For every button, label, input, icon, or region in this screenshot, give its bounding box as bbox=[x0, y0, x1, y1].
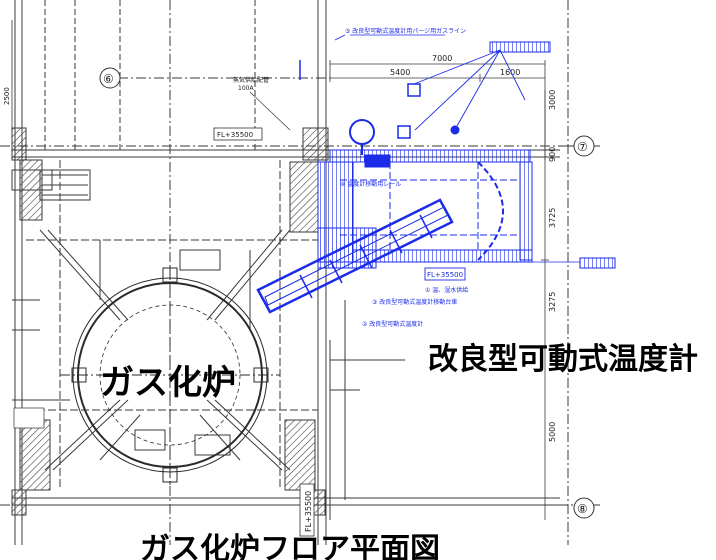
figure-caption: ガス化炉フロア平面図 bbox=[140, 532, 440, 560]
grid-bubble-top bbox=[99, 67, 121, 89]
fl-box-vertical bbox=[299, 483, 315, 537]
fl-blue-label: FL+35500 bbox=[427, 271, 463, 279]
dim-900: 900 bbox=[548, 147, 557, 162]
plan-notes: FL+35500 蒸気供給配管 100A FL+35500 bbox=[13, 76, 315, 537]
thermometer-equipment bbox=[256, 34, 616, 314]
gasifier-label: ガス化炉 bbox=[100, 363, 236, 403]
dim-5000: 5000 bbox=[548, 422, 557, 442]
grid-bubbles: ⑥ ⑦ ⑧ bbox=[99, 67, 595, 519]
dim-3275: 3275 bbox=[548, 292, 557, 312]
fl-box-top bbox=[213, 127, 263, 141]
dim-3000: 3000 bbox=[548, 90, 557, 110]
grid-label-right-upper: ⑦ bbox=[577, 140, 588, 154]
pipe-note-line2: 100A bbox=[238, 85, 254, 92]
dimension-lines bbox=[11, 20, 549, 520]
grid-label-right-lower: ⑧ bbox=[577, 502, 588, 516]
dim-1600: 1600 bbox=[500, 68, 520, 77]
note-1: ① 温、湿水供給 bbox=[425, 286, 468, 294]
dim-3725: 3725 bbox=[548, 208, 557, 228]
dim-5400: 5400 bbox=[390, 68, 410, 77]
pipe-note-line1: 蒸気供給配管 bbox=[233, 76, 269, 84]
fl-box-blue bbox=[424, 267, 466, 281]
note-3: ③ 改良型可動式温度計移動台車 bbox=[372, 298, 457, 306]
note-2: ② 改良型可動式温度計 bbox=[362, 320, 423, 328]
gasifier-furnace bbox=[60, 265, 280, 485]
grid-bubble-right-upper bbox=[573, 135, 595, 157]
grid-label-top: ⑥ bbox=[103, 72, 114, 86]
thermometer-label: 改良型可動式温度計 bbox=[428, 342, 698, 377]
fl-top-label: FL+35500 bbox=[217, 131, 253, 139]
grid-bubble-right-lower bbox=[573, 497, 595, 519]
fl-vertical-label: FL+35500 bbox=[304, 491, 313, 532]
dimension-texts: 7000 5400 1600 3000 900 3725 3275 5000 2… bbox=[3, 54, 557, 442]
note-5: ⑤ 改良型可動式温度計用パージ用ガスライン bbox=[345, 27, 466, 35]
dim-2500: 2500 bbox=[3, 87, 11, 105]
note-4: ④ 温度計移動用レール bbox=[340, 180, 401, 188]
thermometer-notes: FL+35500 ① 温、湿水供給 ② 改良型可動式温度計 ③ 改良型可動式温度… bbox=[340, 27, 468, 328]
building-structure bbox=[0, 0, 600, 545]
dim-7000: 7000 bbox=[432, 54, 452, 63]
